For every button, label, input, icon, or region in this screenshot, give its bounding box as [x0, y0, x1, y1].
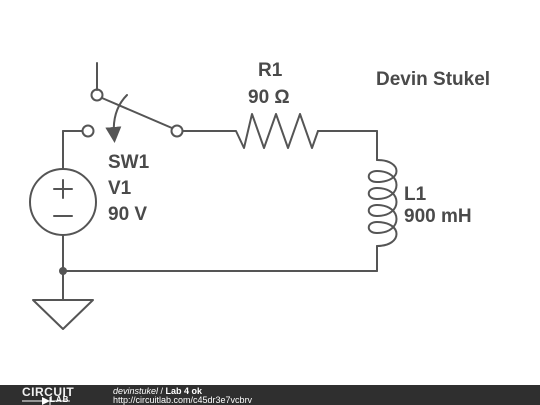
switch-name-label: SW1 — [108, 152, 150, 173]
circuit-url[interactable]: http://circuitlab.com/c45dr3e7vcbrv — [113, 395, 253, 405]
circuit-meta: devinstukel / Lab 4 ok — [113, 386, 202, 396]
circuit-author-link[interactable]: devinstukel — [113, 386, 159, 396]
inductor-name-label: L1 — [404, 184, 427, 205]
footer-bar: CIRCUIT LAB devinstukel / Lab 4 ok http:… — [0, 385, 540, 405]
diode-icon — [22, 397, 70, 405]
source-value-label: 90 V — [108, 204, 147, 225]
author-name: Devin Stukel — [376, 69, 490, 90]
junction-node — [59, 267, 67, 275]
switch-sw1 — [81, 62, 184, 143]
circuitlab-logo-lab: LAB — [50, 395, 70, 404]
resistor-r1 — [227, 113, 319, 149]
inductor-value-label: 900 mH — [404, 206, 472, 227]
inductor-l1 — [367, 159, 398, 247]
circuitlab-logo-mark — [22, 396, 94, 405]
circuit-title[interactable]: Lab 4 ok — [165, 386, 203, 396]
source-name-label: V1 — [108, 178, 132, 199]
voltage-source-v1 — [29, 168, 97, 236]
path-separator: / — [158, 386, 166, 396]
ground-symbol — [32, 299, 94, 330]
resistor-value-label: 90 Ω — [248, 87, 290, 108]
resistor-name-label: R1 — [258, 60, 283, 81]
circuit-schematic: Devin Stukel R1 90 Ω SW1 V1 90 V L1 900 … — [29, 60, 490, 330]
circuitlab-logo-text: CIRCUIT — [22, 385, 75, 399]
